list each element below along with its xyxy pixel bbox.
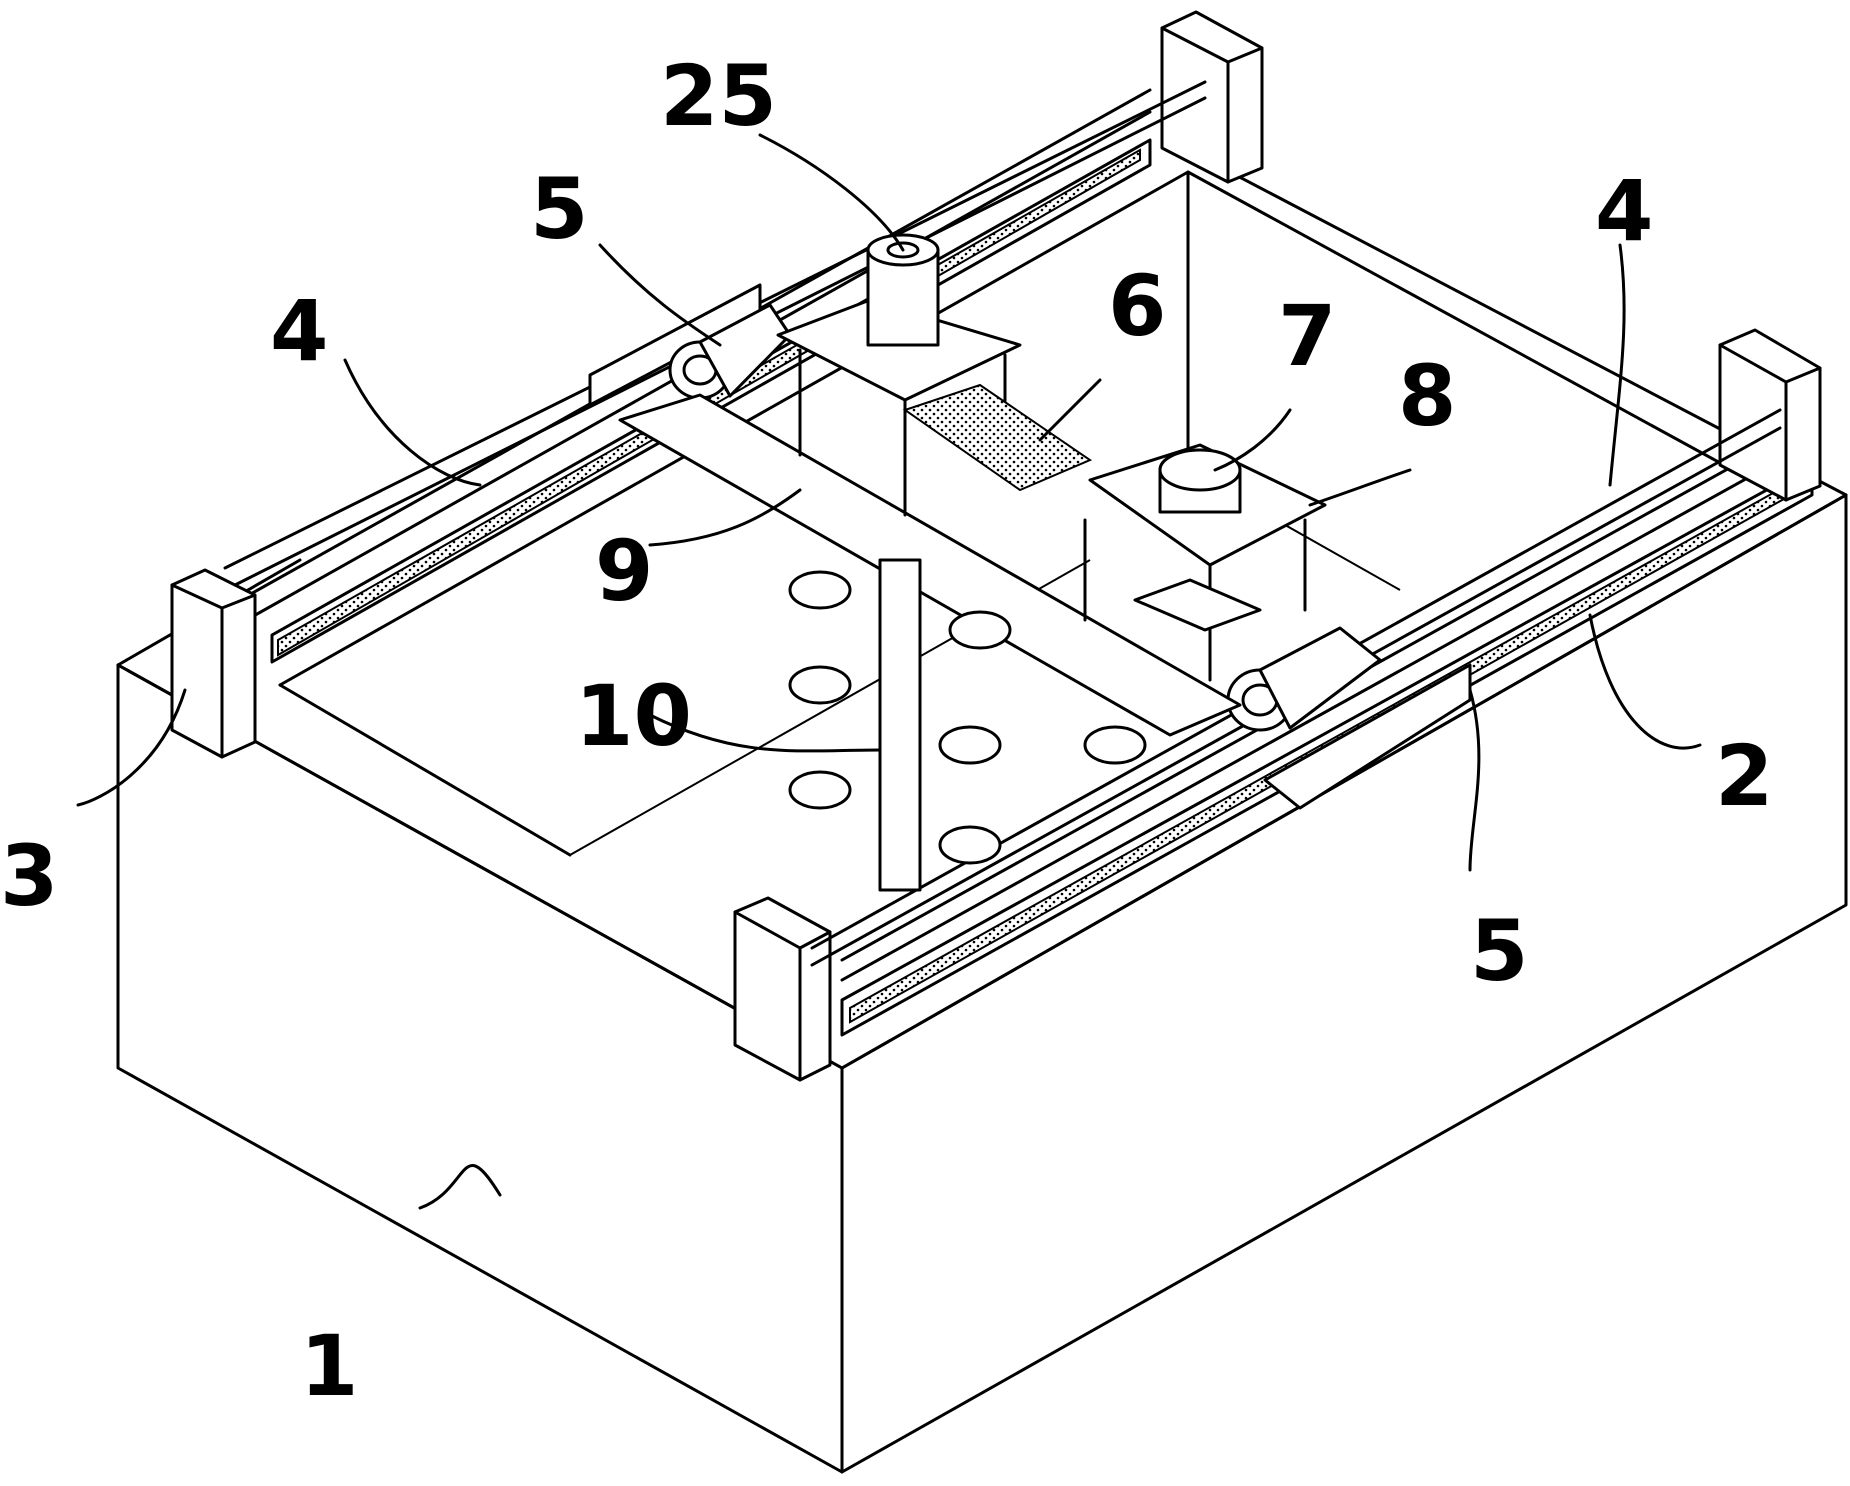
reference-numerals: 1 2 3 4 4 5 5 6 7 8 9 10 25 (0, 47, 1773, 1415)
label-8: 8 (1398, 347, 1456, 445)
chain (902, 383, 1093, 492)
label-4-right: 4 (1595, 162, 1653, 260)
label-1: 1 (300, 1317, 358, 1415)
leader-lines (76, 133, 1702, 1210)
label-9: 9 (595, 522, 653, 620)
motor-table (776, 233, 1022, 517)
label-10: 10 (575, 667, 692, 765)
label-3: 3 (0, 827, 58, 925)
cross-beam (618, 393, 1242, 737)
slider-right (1226, 626, 1472, 810)
label-4-left: 4 (270, 282, 328, 380)
label-2: 2 (1715, 727, 1773, 825)
end-blocks (170, 10, 1822, 1082)
label-5-top: 5 (530, 160, 588, 258)
slider-left (588, 283, 792, 407)
stirring-shaft (788, 558, 1147, 892)
driven-table (1083, 443, 1327, 682)
label-6: 6 (1108, 257, 1166, 355)
label-7: 7 (1278, 287, 1336, 385)
label-5-bottom: 5 (1470, 902, 1528, 1000)
label-25: 25 (660, 47, 777, 145)
